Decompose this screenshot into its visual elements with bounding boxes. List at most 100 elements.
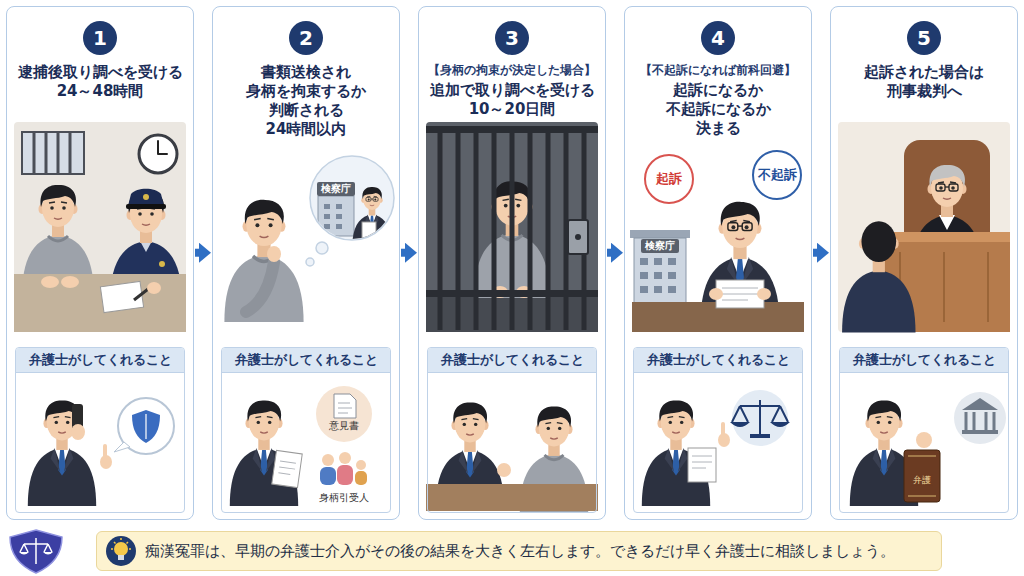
courtroom-scene: [916, 432, 932, 448]
prosecutor-scene: [709, 288, 723, 300]
lightbulb-icon: [106, 536, 136, 566]
interrogation-scene: [14, 122, 186, 332]
document-label: 意見書: [327, 420, 361, 432]
firm-logo: [10, 530, 62, 573]
prosecutor-scene: [750, 434, 770, 438]
step-panel: 【不起訴になれば前科回避】起訴になるか 不起訴になるか 決まる 4 起訴 不起訴弁護士…: [624, 6, 812, 520]
referral-scene: [316, 242, 328, 254]
step-number: 3: [495, 21, 529, 55]
prosecutor-scene: [634, 238, 686, 306]
text-group: 3: [495, 21, 529, 55]
step-heading: 追加で取り調べを受ける 10～20日間: [425, 81, 599, 119]
outcome-circle: 起訴: [644, 154, 694, 204]
text-group: 【身柄の拘束が決定した場合】追加で取り調べを受ける 10～20日間: [425, 63, 599, 119]
outcome-circle: 不起訴: [752, 150, 802, 200]
interrogation-scene: [28, 400, 96, 506]
thought-bubble-art: [362, 222, 376, 238]
referral-scene: [272, 450, 302, 487]
courtroom-scene: [954, 392, 1006, 444]
courtroom-scene: [904, 450, 940, 502]
lightbulb-icon: [105, 535, 137, 567]
courtroom-scene: [962, 398, 998, 410]
step-panel: 書類送検され 身柄を拘束するか 判断される 24時間以内2弁護士がしてくれること: [212, 6, 400, 520]
flow-arrow: [607, 249, 611, 257]
referral-scene: [337, 465, 353, 485]
step-condition: 【不起訴になれば前科回避】: [631, 63, 805, 78]
text-group: 弁護士がしてくれること: [840, 348, 1008, 373]
interrogation-scene: [14, 274, 186, 332]
referral-scene: [334, 394, 356, 418]
firm-logo: [20, 538, 52, 564]
interrogation-scene: [61, 276, 79, 288]
step-panel: 逮捕後取り調べを受ける 24～48時間 1 弁護士がしてくれること: [6, 6, 194, 520]
interrogation-scene: [132, 410, 160, 443]
sign-text: 検察庁: [641, 239, 679, 253]
prosecutor-scene: [732, 390, 788, 446]
text-group: 弁護士がしてくれること: [634, 348, 802, 373]
text-group: 1: [83, 21, 117, 55]
courtroom-scene: [966, 412, 994, 430]
step-condition: 【身柄の拘束が決定した場合】: [425, 63, 599, 78]
text-group: 弁護士がしてくれること: [16, 348, 184, 373]
lightbulb-icon: [114, 542, 128, 556]
step-number: 4: [701, 21, 735, 55]
text-group: 5: [907, 21, 941, 55]
step-panel: 起訴された場合は 刑事裁判へ5弁護士がしてくれること: [830, 6, 1018, 520]
step-number-text: 5: [917, 21, 931, 55]
interrogation-scene: [22, 132, 84, 174]
advice-banner: 痴漢冤罪は、早期の弁護士介入がその後の結果を大きく左右します。できるだけ早く弁護…: [96, 531, 942, 571]
interrogation-scene: [158, 141, 167, 154]
support-heading: 弁護士がしてくれること: [16, 348, 184, 373]
text-group: 弁護士がしてくれること: [428, 348, 596, 373]
interrogation-scene: [41, 276, 59, 288]
referral-scene: [278, 461, 296, 475]
sign-text: 検察庁: [317, 182, 355, 196]
interrogation-scene: [114, 442, 130, 452]
thought-bubble-art: [318, 187, 392, 248]
referral-scene: [355, 471, 367, 485]
referral-scene: [316, 386, 372, 442]
step-number: 1: [83, 21, 117, 55]
referral-scene: [267, 246, 281, 262]
referral-scene: [306, 258, 314, 266]
prosecutor-scene: [630, 202, 804, 506]
lightbulb-icon: [118, 555, 124, 560]
referral-scene: [224, 200, 303, 322]
thought-bubble-art: [352, 187, 392, 248]
detention-scene: [426, 484, 598, 511]
detention-scene: [440, 126, 584, 330]
courtroom-scene: [838, 122, 1010, 332]
referral-scene: [322, 454, 334, 466]
courtroom-scene: [838, 122, 1010, 506]
detention-scene: [497, 463, 511, 477]
interrogation-scene: [14, 122, 186, 506]
lawyer-support-panel: 弁護士がしてくれること: [221, 347, 391, 513]
interrogation-scene: [34, 132, 70, 174]
support-heading: 弁護士がしてくれること: [840, 348, 1008, 373]
step-number-text: 3: [505, 21, 519, 55]
step-number-text: 2: [299, 21, 313, 55]
support-heading: 弁護士がしてくれること: [222, 348, 390, 373]
referral-scene: [338, 403, 352, 413]
lawyer-support-panel: 弁護士がしてくれること: [633, 347, 803, 513]
text-group: 起訴: [646, 156, 692, 202]
prosecutor-scene: [722, 288, 758, 300]
lightbulb-icon: [111, 538, 131, 549]
text-group: 逮捕後取り調べを受ける 24～48時間: [13, 63, 187, 101]
referral-scene: [224, 156, 394, 506]
guarantor-label: 身柄引受人: [317, 492, 371, 504]
referral-scene: [356, 460, 366, 470]
book-label: 弁護: [911, 475, 933, 486]
advice-text: 痴漢冤罪は、早期の弁護士介入がその後の結果を大きく左右します。できるだけ早く弁護…: [145, 542, 895, 561]
interrogation-scene: [71, 424, 85, 440]
prosecutor-scene: [730, 422, 790, 427]
text-group: 弁護士がしてくれること: [222, 348, 390, 373]
thought-bubble-art: [318, 196, 354, 236]
step-number-text: 1: [93, 21, 107, 55]
prosecutor-scene: [757, 288, 771, 300]
prosecutor-scene: [721, 422, 725, 436]
prosecutor-scene: [630, 230, 690, 238]
text-group: 【不起訴になれば前科回避】起訴になるか 不起訴になるか 決まる: [631, 63, 805, 138]
